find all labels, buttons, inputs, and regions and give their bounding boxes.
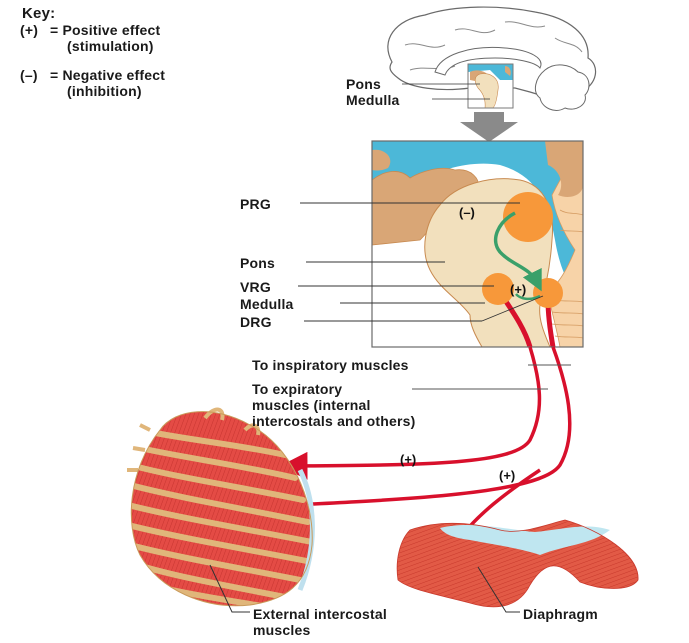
vrg-nucleus bbox=[482, 273, 514, 305]
overview-medulla-label: Medulla bbox=[346, 92, 400, 108]
ribcage-illustration bbox=[127, 407, 315, 607]
zoom-down-arrow-icon bbox=[460, 112, 518, 142]
vrg-label: VRG bbox=[240, 279, 271, 295]
key-negative-text: = Negative effect bbox=[50, 67, 166, 83]
key-negative-subtext: (inhibition) bbox=[67, 83, 142, 99]
stimulation-effect-label: (+) bbox=[510, 282, 527, 297]
medulla-label: Medulla bbox=[240, 296, 294, 312]
key-title: Key: bbox=[22, 5, 56, 22]
key-positive-text: = Positive effect bbox=[50, 22, 161, 38]
brainstem-focus-box bbox=[467, 63, 514, 109]
inspiratory-nerve-to-ribcage-2 bbox=[217, 346, 572, 522]
expiratory-pathway-label-line2: muscles (internal bbox=[252, 397, 371, 413]
drg-nucleus bbox=[533, 278, 563, 308]
diaphragm-leader-line bbox=[477, 566, 520, 613]
ribcage-effect-label: (+) bbox=[400, 452, 417, 467]
expiratory-pathway-label-line1: To expiratory bbox=[252, 381, 343, 397]
diaphragm-effect-label: (+) bbox=[499, 468, 516, 483]
inspiratory-nerve-to-ribcage bbox=[279, 346, 542, 480]
brain-overview-illustration bbox=[387, 6, 597, 111]
diaphragm-illustration bbox=[396, 519, 639, 608]
key-negative-symbol: (–) bbox=[20, 67, 38, 83]
key-positive-subtext: (stimulation) bbox=[67, 38, 154, 54]
key-positive-symbol: (+) bbox=[20, 22, 39, 38]
drg-label: DRG bbox=[240, 314, 272, 330]
external-intercostal-label-line1: External intercostal bbox=[253, 606, 387, 622]
inhibition-effect-label: (–) bbox=[459, 205, 475, 220]
external-intercostal-leader-line bbox=[209, 564, 250, 613]
inspiratory-pathway-label: To inspiratory muscles bbox=[252, 357, 409, 373]
overview-pons-label: Pons bbox=[346, 76, 382, 92]
expiratory-pathway-label-line3: intercostals and others) bbox=[252, 413, 416, 429]
prg-label: PRG bbox=[240, 196, 271, 212]
brainstem-detail-box bbox=[371, 140, 584, 348]
external-intercostal-label-line2: muscles bbox=[253, 622, 311, 638]
brainstem-detail-illustration bbox=[372, 141, 583, 347]
cerebellum-outline bbox=[534, 64, 590, 111]
diaphragm-label: Diaphragm bbox=[523, 606, 598, 622]
inhibition-arrow bbox=[493, 211, 542, 292]
corpus-callosum bbox=[434, 46, 542, 76]
prg-nucleus bbox=[503, 192, 553, 242]
pons-label: Pons bbox=[240, 255, 276, 271]
